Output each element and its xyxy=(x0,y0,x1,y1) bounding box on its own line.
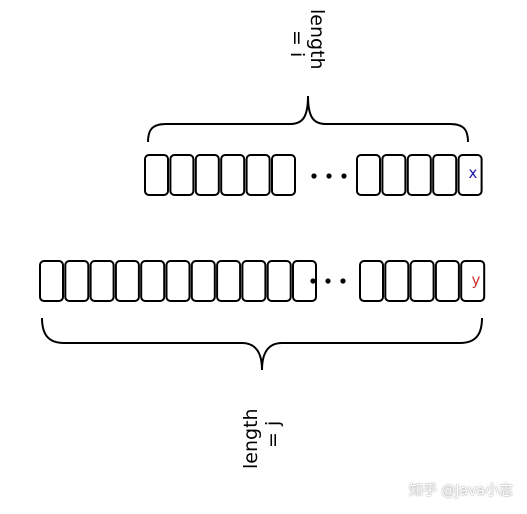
top-array-cell xyxy=(144,154,169,196)
bottom-array-cell xyxy=(39,260,64,302)
top-array xyxy=(144,154,483,196)
top-brace xyxy=(147,95,469,143)
bottom-array-cell xyxy=(216,260,242,302)
top-array-cell xyxy=(457,154,483,196)
bottom-ellipsis xyxy=(310,278,346,284)
bottom-array-cell xyxy=(165,260,191,302)
bottom-array-cell xyxy=(140,260,166,302)
top-array-cell xyxy=(406,154,432,196)
top-length-word: length xyxy=(306,9,328,70)
bottom-array-cell xyxy=(89,260,115,302)
bottom-array-cell xyxy=(241,260,267,302)
bottom-array-cell xyxy=(292,260,317,302)
bottom-brace xyxy=(41,317,483,371)
top-array-cell xyxy=(381,154,407,196)
bottom-length-label: length = j xyxy=(240,408,284,469)
bottom-array-cell xyxy=(114,260,140,302)
top-array-cell xyxy=(356,154,381,196)
top-array-cell xyxy=(271,154,296,196)
top-last-cell-label: x xyxy=(469,164,478,182)
top-length-label: length = i xyxy=(286,9,328,70)
watermark: 知乎 @Java小志 xyxy=(408,483,513,499)
top-array-cell xyxy=(194,154,220,196)
top-array-cell xyxy=(220,154,246,196)
top-ellipsis xyxy=(311,173,347,179)
bottom-array-cell xyxy=(190,260,216,302)
bottom-array-cell xyxy=(434,260,460,302)
top-array-cell xyxy=(432,154,458,196)
bottom-array-cell xyxy=(266,260,292,302)
bottom-length-value: = j xyxy=(262,421,284,448)
bottom-array-cell xyxy=(64,260,90,302)
bottom-array-cell xyxy=(460,260,486,302)
bottom-array-cell xyxy=(384,260,410,302)
top-length-value: = i xyxy=(286,30,308,57)
bottom-array-cell xyxy=(359,260,384,302)
bottom-array-cell xyxy=(409,260,435,302)
top-array-cell xyxy=(169,154,195,196)
bottom-last-cell-label: y xyxy=(472,271,481,289)
bottom-length-word: length xyxy=(240,408,262,469)
bottom-array xyxy=(39,260,486,302)
top-array-cell xyxy=(245,154,271,196)
